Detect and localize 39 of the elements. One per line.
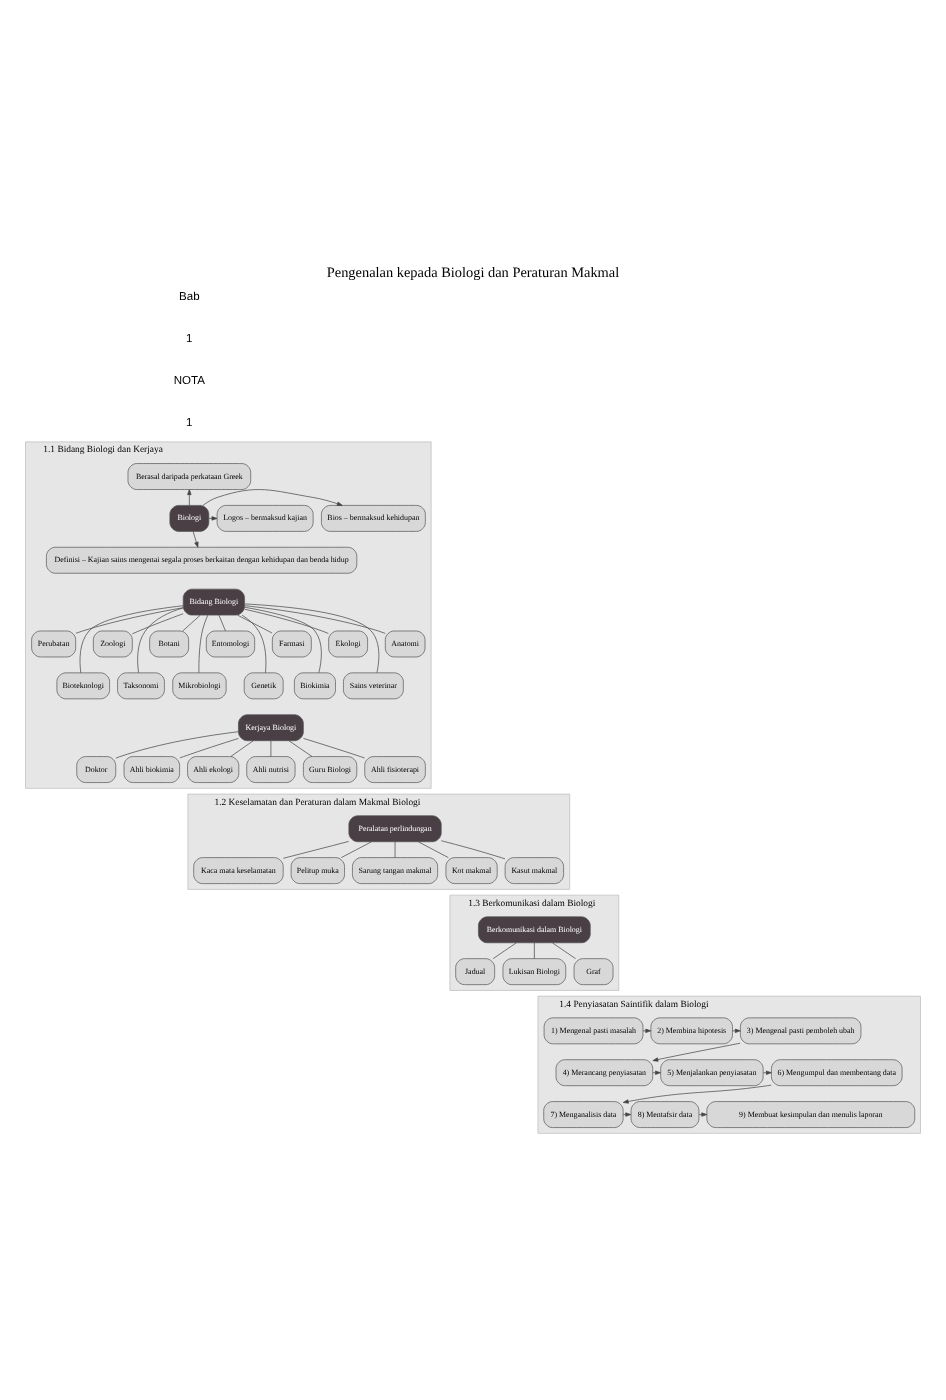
connector bbox=[179, 737, 239, 758]
arrow bbox=[622, 1083, 772, 1103]
connector bbox=[244, 607, 329, 633]
connector bbox=[282, 840, 350, 858]
connector bbox=[244, 602, 380, 673]
connector bbox=[182, 613, 201, 631]
connector bbox=[492, 941, 517, 959]
connector bbox=[137, 606, 184, 673]
arrow bbox=[642, 1027, 652, 1032]
connector bbox=[237, 613, 273, 633]
connector bbox=[79, 604, 184, 673]
connector bbox=[230, 739, 254, 756]
arrow bbox=[732, 1027, 741, 1032]
arrow bbox=[187, 488, 192, 505]
connector bbox=[270, 739, 272, 756]
connector bbox=[303, 737, 366, 758]
arrow bbox=[763, 1069, 772, 1074]
connector bbox=[244, 604, 386, 633]
connector bbox=[440, 839, 506, 859]
arrow bbox=[622, 1111, 632, 1116]
arrow bbox=[652, 1041, 741, 1061]
arrow bbox=[698, 1111, 708, 1116]
arrow bbox=[192, 530, 199, 547]
connector bbox=[394, 840, 396, 857]
connector bbox=[244, 605, 322, 673]
connector bbox=[552, 941, 576, 959]
connector bbox=[75, 606, 184, 633]
connector bbox=[198, 613, 209, 673]
connector bbox=[340, 840, 372, 857]
connector bbox=[115, 730, 239, 758]
connector bbox=[288, 739, 313, 756]
connector bbox=[132, 612, 184, 634]
connector bbox=[241, 613, 267, 673]
arrow bbox=[202, 488, 343, 505]
connector bbox=[534, 941, 535, 959]
arrow bbox=[208, 515, 218, 520]
arrow bbox=[652, 1069, 661, 1074]
connector bbox=[218, 613, 226, 631]
connector bbox=[418, 840, 449, 857]
